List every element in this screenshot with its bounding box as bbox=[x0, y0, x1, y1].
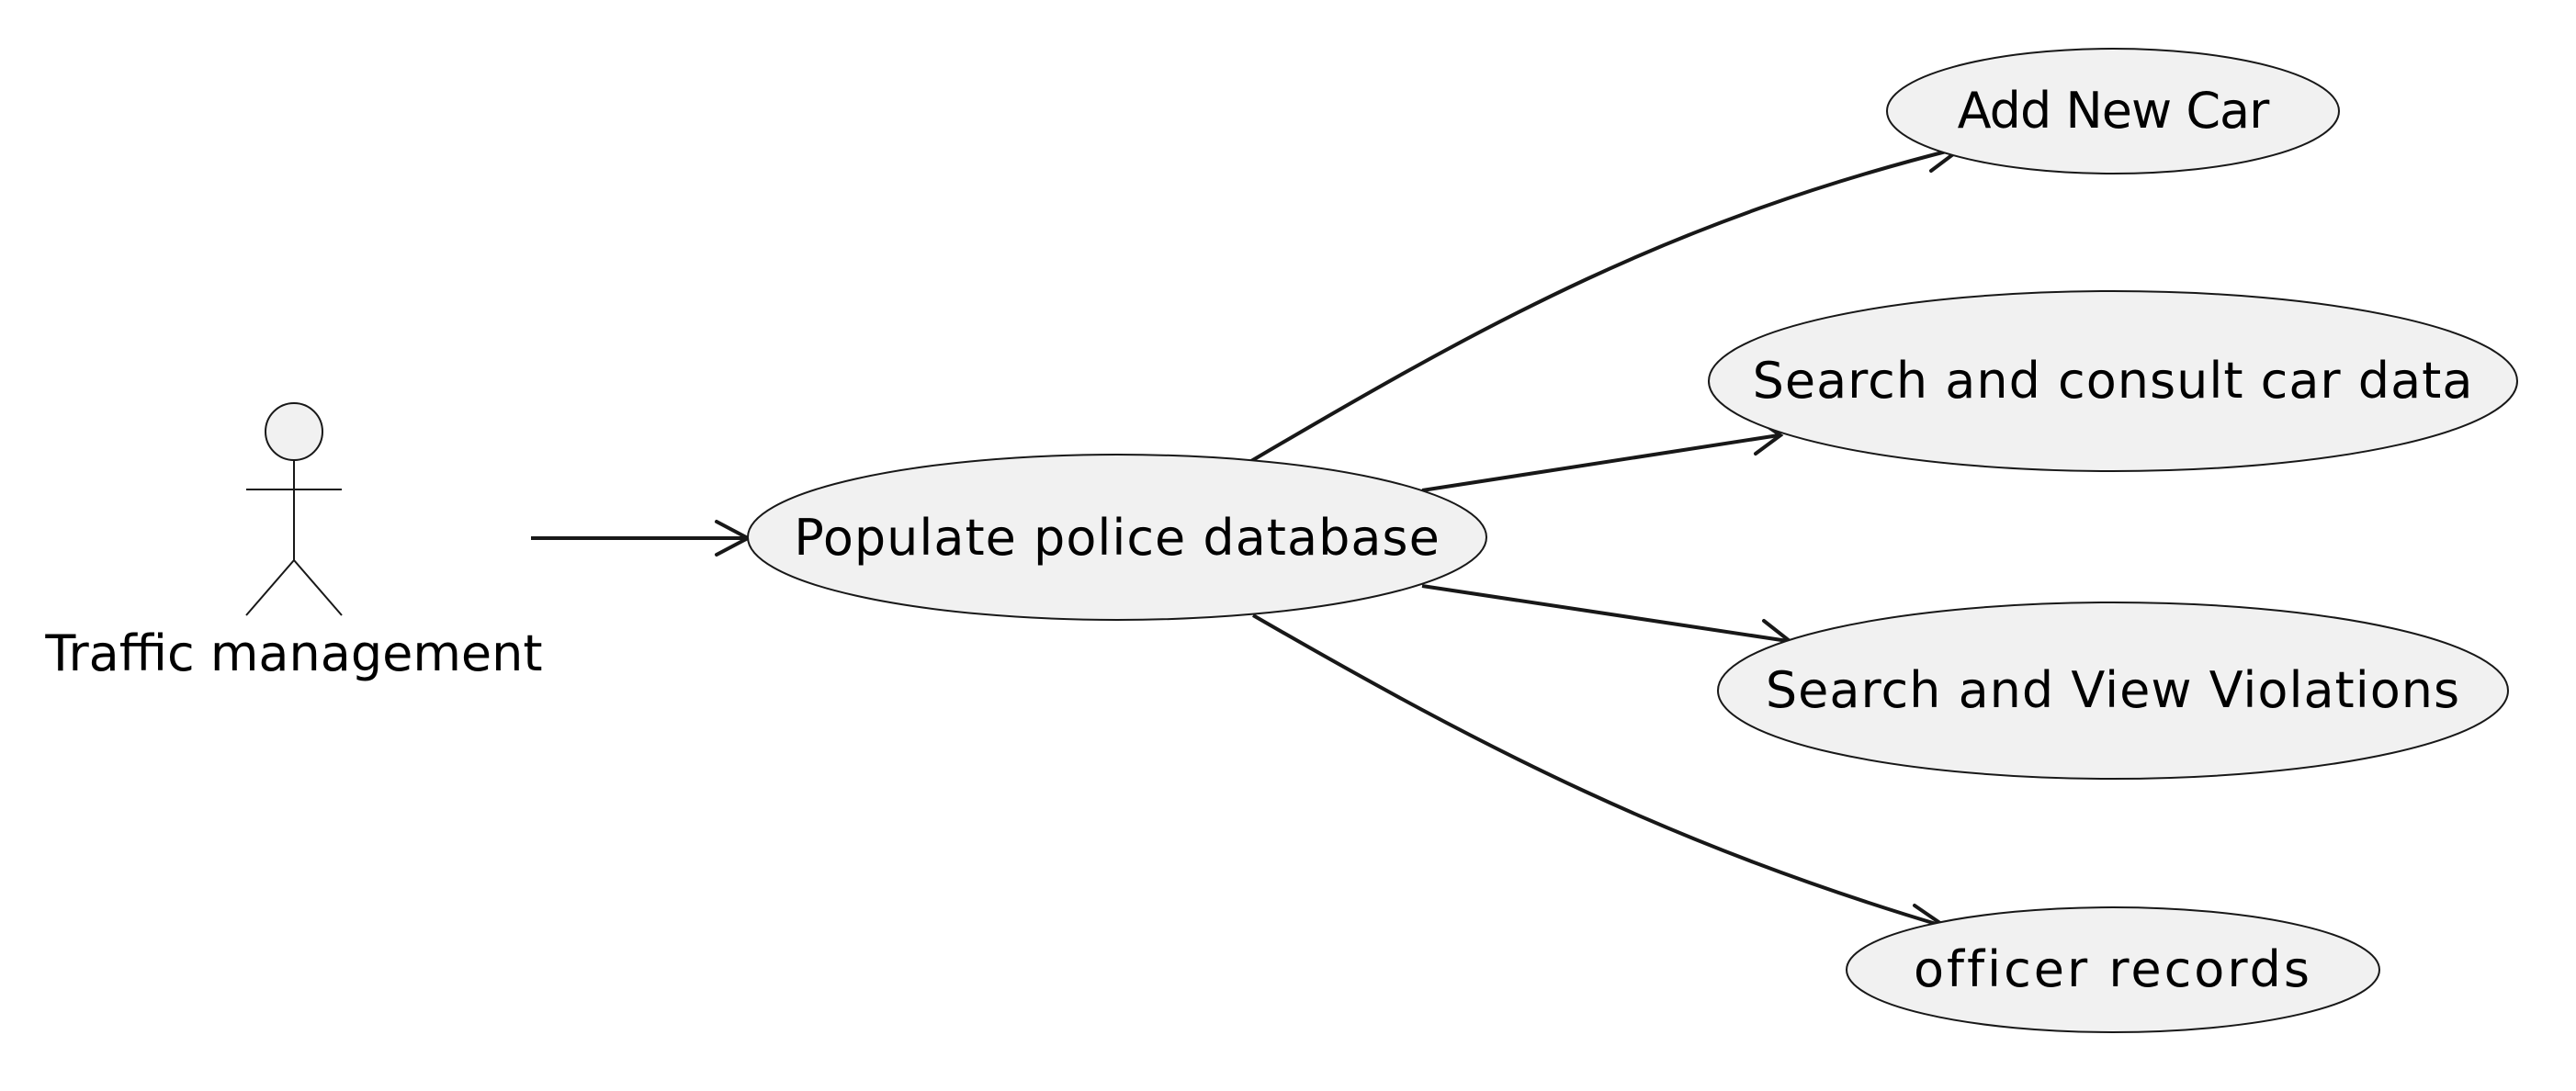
actor-traffic-management: Traffic management bbox=[44, 402, 543, 682]
actor-right-leg bbox=[293, 559, 343, 616]
use-case-ellipse bbox=[1846, 906, 2380, 1033]
use-case-label: Search and consult car data bbox=[1753, 352, 2474, 410]
actor-left-leg bbox=[245, 559, 295, 616]
use-case-ellipse bbox=[1717, 602, 2509, 780]
edge-populate-to-officer-records bbox=[1251, 613, 1943, 928]
use-case-add-new-car: Add New Car bbox=[1886, 48, 2340, 174]
actor-head bbox=[265, 402, 323, 461]
use-case-ellipse bbox=[1886, 48, 2340, 174]
use-case-officer-records: officer records bbox=[1846, 906, 2380, 1033]
edge-populate-to-add-new-car bbox=[1249, 147, 1958, 463]
use-case-label: officer records bbox=[1914, 940, 2312, 998]
use-case-label: Add New Car bbox=[1958, 82, 2270, 140]
use-case-ellipse bbox=[1708, 290, 2518, 472]
actor-label: Traffic management bbox=[44, 624, 542, 682]
use-case-ellipse bbox=[747, 454, 1487, 621]
use-case-search-view-violations: Search and View Violations bbox=[1717, 602, 2509, 780]
use-case-label: Search and View Violations bbox=[1766, 661, 2460, 719]
edge-populate-to-search-consult bbox=[1421, 433, 1779, 492]
edge-populate-to-search-violations bbox=[1421, 584, 1789, 643]
use-case-label: Populate police database bbox=[794, 509, 1441, 567]
use-case-search-consult-car-data: Search and consult car data bbox=[1708, 290, 2518, 472]
use-case-populate-police-database: Populate police database bbox=[747, 454, 1487, 621]
